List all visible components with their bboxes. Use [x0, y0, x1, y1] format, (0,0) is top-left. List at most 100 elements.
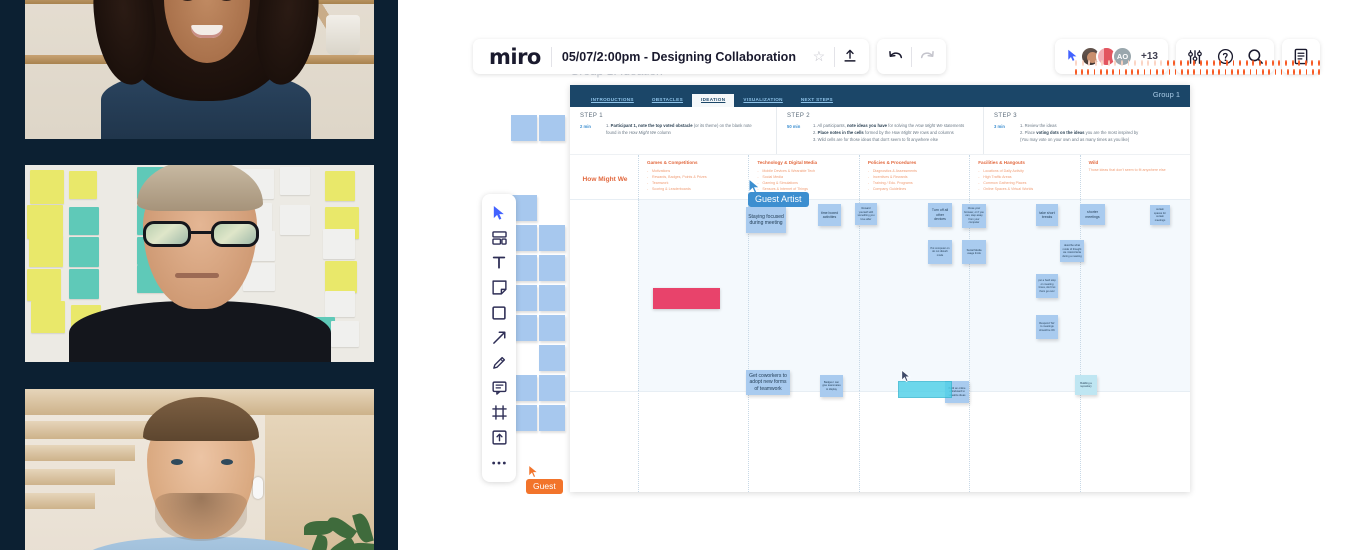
- frame-tab-visualization[interactable]: VISUALIZATION: [743, 97, 783, 102]
- sticky-note[interactable]: Building a repository: [1075, 375, 1097, 395]
- sticky-note[interactable]: Staying focused during meeting: [746, 207, 786, 233]
- templates-icon[interactable]: [482, 225, 516, 250]
- cursor-icon[interactable]: [1067, 49, 1078, 65]
- blank-sticky-note[interactable]: [539, 115, 565, 141]
- row-label-cell[interactable]: [570, 199, 638, 391]
- comment-icon[interactable]: [482, 375, 516, 400]
- voting-dot: [1101, 60, 1104, 66]
- sticky-note[interactable]: Badges I can give teammates to display: [820, 375, 843, 397]
- sticky-note[interactable]: Respond 'No' to meetings should be OK: [1036, 315, 1058, 339]
- pen-icon[interactable]: [482, 350, 516, 375]
- voting-dot: [1137, 69, 1139, 75]
- grid-cell-r1-c4[interactable]: [969, 199, 1080, 391]
- sliders-icon[interactable]: [1180, 43, 1210, 71]
- grid-cell-r2-c2[interactable]: [748, 391, 859, 492]
- left-toolbar[interactable]: [482, 194, 516, 482]
- eye-left: [171, 459, 183, 465]
- column-item: Company Guidelines: [868, 186, 963, 193]
- grid-row-1[interactable]: [570, 199, 1191, 391]
- sticky-note[interactable]: Social Media usage limits: [962, 240, 986, 264]
- glasses-bridge: [191, 231, 211, 234]
- sticky-note[interactable]: Get coworkers to adopt new forms of team…: [746, 370, 790, 395]
- divider: [550, 46, 552, 67]
- board-topbar[interactable]: miro 05/07/2:00pm - Designing Collaborat…: [473, 39, 946, 74]
- sticky-note[interactable]: Turn off all other devices: [928, 203, 952, 227]
- blank-sticky-note[interactable]: [539, 405, 565, 431]
- grid-cell-r2-c1[interactable]: [638, 391, 749, 492]
- column-item: Diagnostics & Assessments: [868, 168, 963, 175]
- blank-sticky-note[interactable]: [511, 115, 537, 141]
- cursor-label-guest: Guest: [526, 479, 563, 494]
- cursor-icon[interactable]: [482, 200, 516, 225]
- cyan-selection-bar[interactable]: [898, 381, 952, 398]
- frame-tab-introductions[interactable]: INTRODUCTIONS: [591, 97, 634, 102]
- grid-cell-r2-c3[interactable]: [858, 391, 970, 492]
- sticky-note[interactable]: certain spaces for certain meetings: [1150, 205, 1170, 225]
- pink-highlight-bar[interactable]: [653, 288, 720, 309]
- voting-dot: [1114, 60, 1117, 66]
- undo-icon[interactable]: [881, 43, 911, 71]
- sticky-note-icon[interactable]: [482, 275, 516, 300]
- sticky-note[interactable]: Reward yourself with something you love …: [855, 203, 877, 225]
- column-item: Locations of Daily Activity: [978, 168, 1073, 175]
- avatar-overflow-count[interactable]: +13: [1141, 51, 1158, 62]
- grid-cell-r1-c5[interactable]: [1079, 199, 1191, 391]
- grid-row-2[interactable]: [570, 391, 1191, 492]
- notes-panel-group[interactable]: [1282, 39, 1320, 74]
- frame-icon[interactable]: [482, 400, 516, 425]
- help-circle-icon[interactable]: [1210, 43, 1240, 71]
- frame-tab-obstacles[interactable]: OBSTACLES: [651, 97, 683, 102]
- blank-sticky-note[interactable]: [539, 225, 565, 251]
- arrow-icon[interactable]: [482, 325, 516, 350]
- sticky-note[interactable]: take short breaks: [1036, 204, 1058, 226]
- miro-logo[interactable]: miro: [489, 44, 541, 69]
- square-icon[interactable]: [482, 300, 516, 325]
- text-icon[interactable]: [482, 250, 516, 275]
- blank-sticky-note[interactable]: [539, 375, 565, 401]
- lens-right: [211, 221, 259, 247]
- undo-redo-group[interactable]: [876, 39, 946, 74]
- wall-sticky-note: [31, 301, 65, 333]
- grid-cell-r2-c5[interactable]: [1079, 391, 1191, 492]
- blank-sticky-note[interactable]: [539, 315, 565, 341]
- sticky-note[interactable]: time boxed activities: [818, 204, 841, 226]
- grid-cell-r2-c4[interactable]: [969, 391, 1080, 492]
- redo-icon[interactable]: [912, 43, 942, 71]
- video-tile-participant-3[interactable]: [25, 389, 374, 550]
- board-right-toolbar[interactable]: AO +13: [1055, 39, 1320, 74]
- board-actions-group[interactable]: [1176, 39, 1274, 74]
- sticky-note[interactable]: Put computer on do not disturb mode: [928, 240, 952, 264]
- blank-sticky-note[interactable]: [539, 345, 565, 371]
- collaborators-group[interactable]: AO +13: [1055, 39, 1168, 74]
- grid-cell-r1-c3[interactable]: [858, 199, 970, 391]
- voting-dot: [1160, 60, 1163, 66]
- upload-box-icon[interactable]: [482, 425, 516, 450]
- row-label-cell[interactable]: [570, 391, 638, 492]
- frame-tab-ideation[interactable]: IDEATION: [691, 94, 735, 107]
- board-title[interactable]: 05/07/2:00pm - Designing Collaboration: [561, 49, 796, 64]
- blank-sticky-note[interactable]: [539, 255, 565, 281]
- video-tile-participant-2[interactable]: [25, 165, 374, 362]
- topbar-main-group[interactable]: miro 05/07/2:00pm - Designing Collaborat…: [473, 39, 869, 74]
- board-canvas[interactable]: NOTES Group 1: Ideation Group 1 INTRODUC…: [398, 0, 1350, 550]
- wall-sticky-note: [325, 171, 355, 201]
- upload-icon[interactable]: [835, 43, 865, 71]
- blank-sticky-note[interactable]: [539, 285, 565, 311]
- video-tile-participant-1[interactable]: [25, 0, 374, 139]
- star-icon[interactable]: ☆: [812, 48, 826, 64]
- sticky-note[interactable]: Close your browser, or if you can, step …: [962, 204, 986, 228]
- frame-tab-next-steps[interactable]: NEXT STEPS: [800, 97, 833, 102]
- ellipsis-icon[interactable]: [482, 450, 516, 475]
- voting-dot: [1232, 60, 1235, 66]
- sticky-note[interactable]: put a hard stop on meeting times, don't …: [1036, 274, 1058, 298]
- grid-body[interactable]: [570, 199, 1191, 492]
- beard: [155, 493, 247, 541]
- miro-board-area[interactable]: NOTES Group 1: Ideation Group 1 INTRODUC…: [398, 0, 1350, 550]
- voting-dot: [1252, 60, 1255, 66]
- sticky-note[interactable]: describe what mode of thought we miss/cr…: [1060, 240, 1084, 262]
- sticky-note[interactable]: shorter meetings: [1080, 204, 1105, 225]
- notes-panel-icon[interactable]: [1286, 43, 1316, 71]
